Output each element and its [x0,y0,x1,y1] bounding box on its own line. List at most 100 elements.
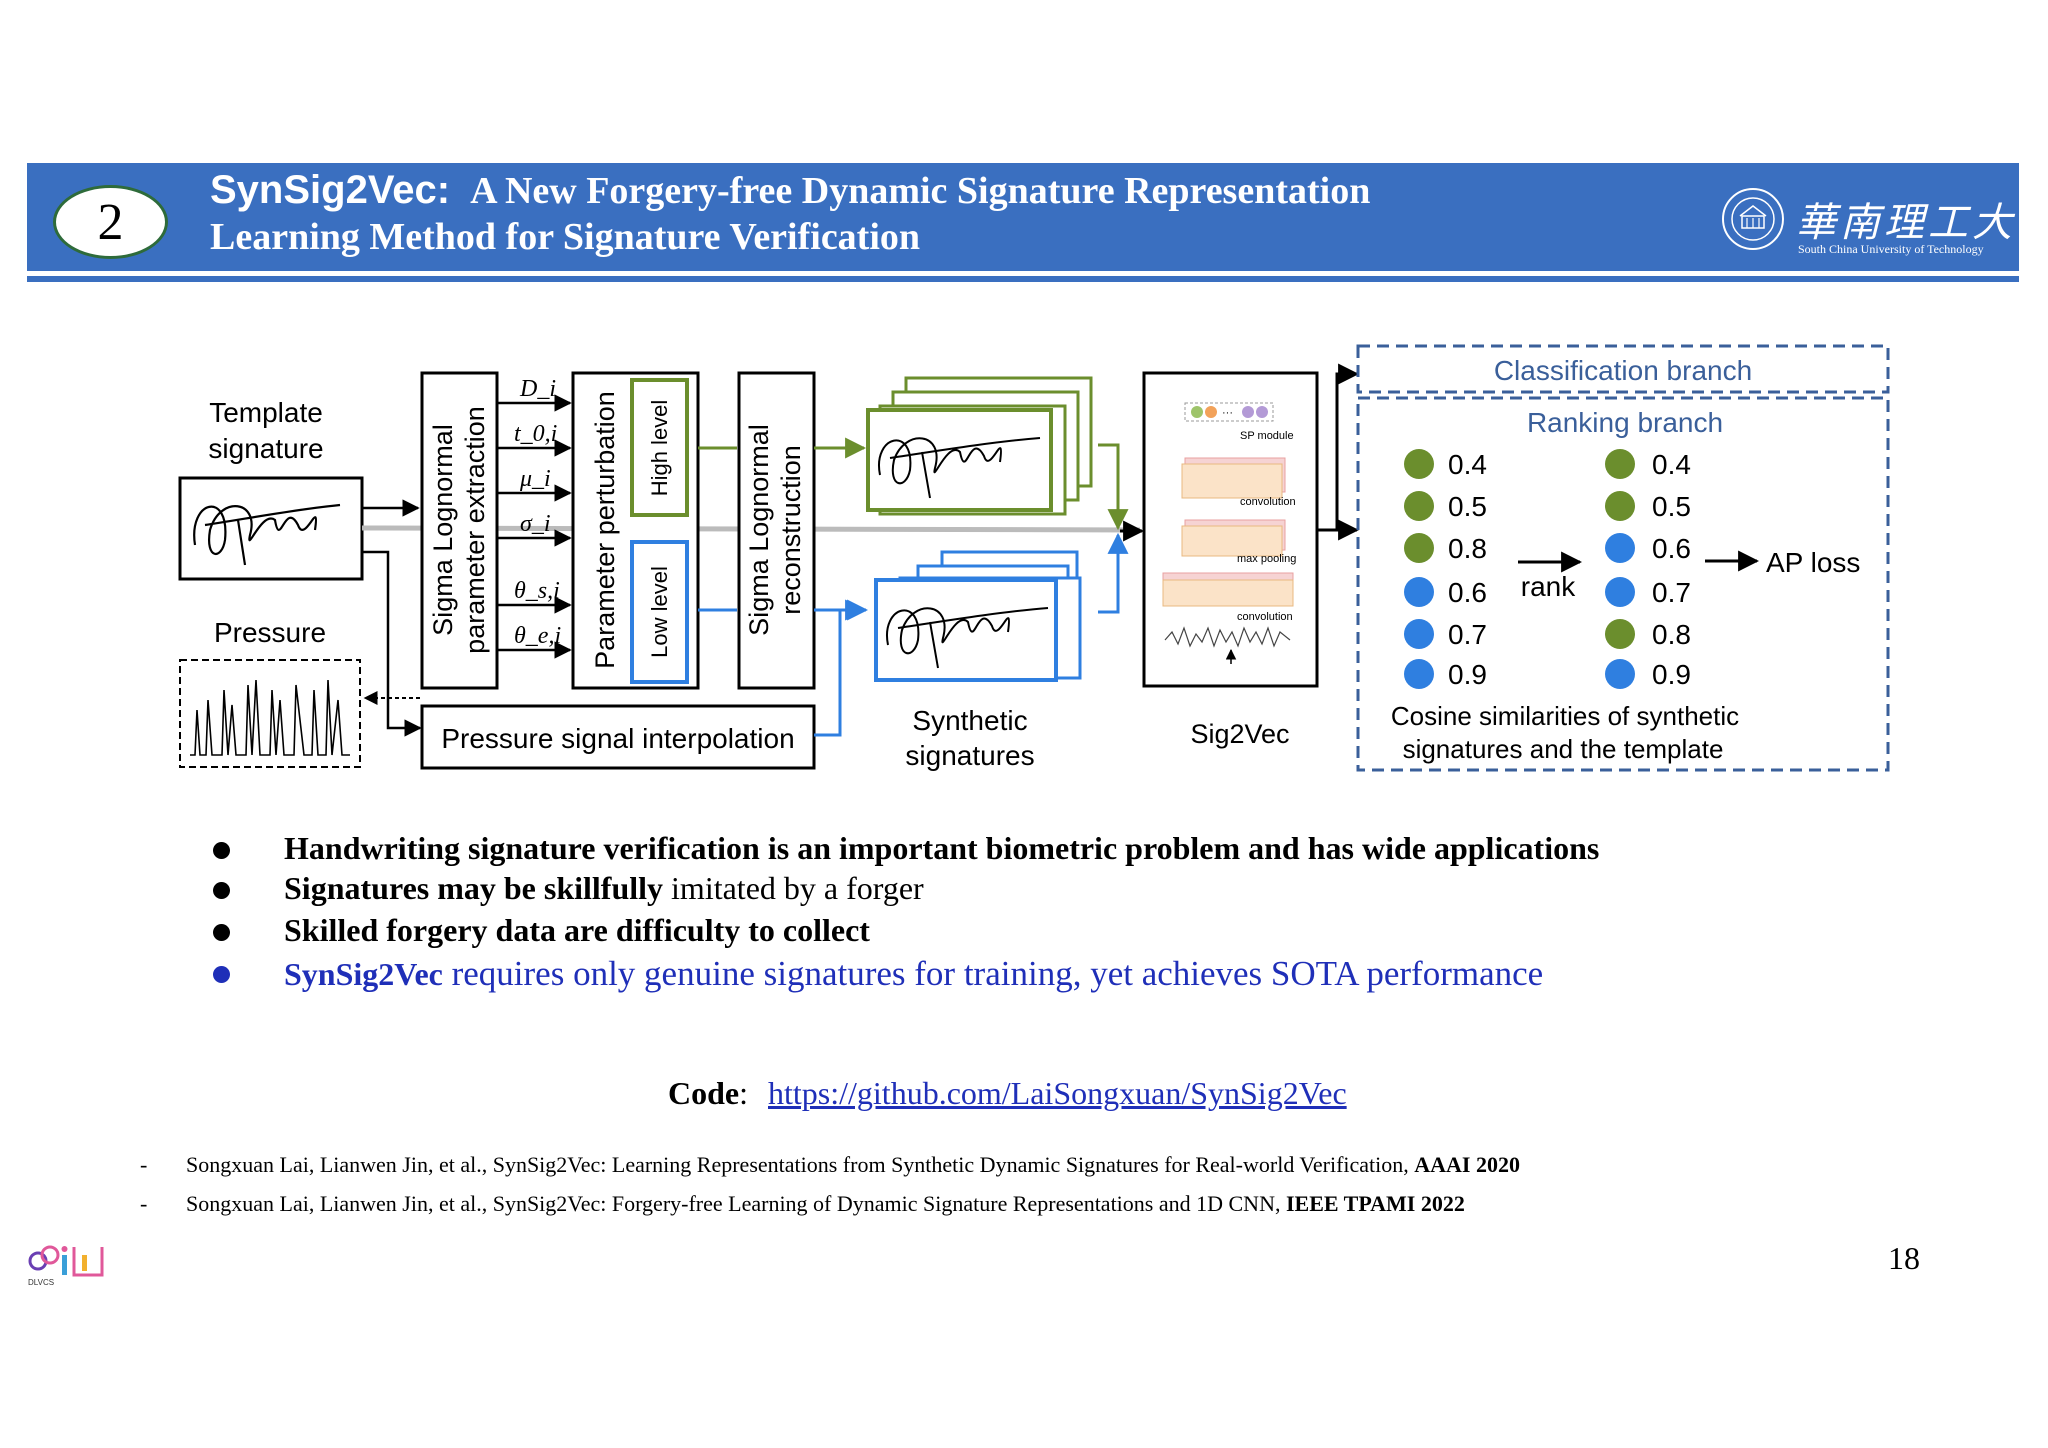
extraction-label-line1: Sigma Lognormal [428,424,458,636]
header-underline [27,276,2019,282]
slide-title-line2: Learning Method for Signature Verificati… [210,216,921,258]
param-label: μ_i [519,466,551,492]
score-dot [1404,659,1434,689]
param-label: σ_i [520,511,551,537]
arrow-template-interp [362,550,422,737]
score-dot [1605,619,1635,649]
reference-text: Songxuan Lai, Lianwen Jin, et al., SynSi… [186,1191,1286,1216]
param-label: t_0,i [514,421,557,447]
score-dot [1605,533,1635,563]
low-level-label: Low level [647,566,672,658]
code-label: Code [668,1075,740,1111]
bullet-item: Handwriting signature verification is an… [210,830,1710,870]
score-value: 0.5 [1652,491,1691,522]
template-label-line2: signature [208,433,323,464]
blue-synthetic-stack [874,550,1082,682]
low-level-box [630,540,689,684]
left-score-list: 0.4 0.5 0.8 0.6 0.7 0.9 [1404,449,1487,690]
sig2vec-layer-label: convolution [1237,611,1293,623]
bullet-dot [213,924,230,941]
header-bar [27,163,2019,271]
score-value: 0.4 [1448,449,1487,480]
score-dot [1404,577,1434,607]
high-level-box [630,378,689,517]
code-sep: : [739,1075,748,1111]
score-value: 0.6 [1652,533,1691,564]
param-label: D_i [519,376,556,402]
sig2vec-layer-label: convolution [1240,496,1296,508]
extraction-box [420,371,499,690]
bullet-item: Signatures may be skillfully imitated by… [210,870,1710,910]
score-value: 0.5 [1448,491,1487,522]
synthetic-label-line2: signatures [905,740,1034,771]
score-value: 0.9 [1448,659,1487,690]
lab-logo-icon: DLVCS [28,1245,104,1287]
classification-label: Classification branch [1494,355,1752,386]
sig2vec-network-icon: ··· [1162,402,1294,664]
high-level-label: High level [647,400,672,497]
perturbation-label: Parameter perturbation [590,391,620,669]
pressure-interp-label: Pressure signal interpolation [441,723,794,754]
reference-text: Songxuan Lai, Lianwen Jin, et al., SynSi… [186,1152,1415,1177]
code-line: Code: https://github.com/LaiSongxuan/Syn… [668,1075,1347,1112]
reconstruction-box [737,371,816,690]
bullet-bold: Signatures may be skillfully [284,870,664,906]
bullet-bold: SynSig2Vec [284,956,443,992]
reconstruction-label-line2: reconstruction [776,445,806,615]
bullet-dot [213,966,230,983]
score-value: 0.6 [1448,577,1487,608]
framework-diagram: Template signature Pressure Sigma Lognor… [178,344,1890,772]
bullet-bold: Handwriting signature verification is an… [284,830,1600,866]
ap-loss-label: AP loss [1766,547,1860,578]
score-dot [1404,533,1434,563]
university-name-en: South China University of Technology [1798,242,1984,256]
score-dot [1605,659,1635,689]
arrow-blue-sig2vec [1098,532,1129,614]
svg-text:···: ··· [1222,407,1233,419]
extraction-label-line2: parameter extraction [460,406,490,654]
title-app-name: SynSig2Vec: [210,168,451,212]
reference-dash: - [140,1191,148,1216]
reconstruction-label-line1: Sigma Lognormal [744,424,774,636]
page-number: 18 [1888,1240,1920,1276]
green-synthetic-stack [866,376,1093,516]
score-dot [1404,449,1434,479]
score-dot [1605,449,1635,479]
bullet-item: Skilled forgery data are difficulty to c… [210,912,1710,952]
right-score-list: 0.40.50.60.70.80.9 [1605,449,1691,690]
classification-branch-box [1356,344,1890,394]
bullet-item: SynSig2Vec requires only genuine signatu… [210,954,1710,994]
pressure-signal-icon [190,679,350,756]
template-label-line1: Template [209,397,323,428]
title-rest: A New Forgery-free Dynamic Signature Rep… [470,170,1371,212]
cosine-label-line2: signatures and the template [1403,734,1724,764]
score-dot [1605,491,1635,521]
score-value: 0.8 [1448,533,1487,564]
pressure-interp-box [420,704,816,770]
bullet-bold: Skilled forgery data are difficulty to c… [284,912,870,948]
score-value: 0.8 [1652,619,1691,650]
university-name-cn: 華南理工大學 [1796,200,2048,246]
university-seal-icon [1722,188,1784,250]
bullet-dot [213,842,230,859]
score-value: 0.4 [1652,449,1691,480]
arrow-green-sig2vec [1098,443,1129,531]
slide-number-badge: 2 [53,185,168,259]
pressure-label: Pressure [214,617,326,648]
score-value: 0.9 [1652,659,1691,690]
ranking-label: Ranking branch [1527,407,1723,438]
rank-label: rank [1521,571,1576,602]
reference-venue: AAAI 2020 [1414,1152,1520,1177]
ranking-branch-box [1356,396,1890,772]
synthetic-label-line1: Synthetic [912,705,1027,736]
sig2vec-layer-label: max pooling [1237,553,1296,565]
code-link[interactable]: https://github.com/LaiSongxuan/SynSig2Ve… [768,1075,1347,1111]
score-value: 0.7 [1448,619,1487,650]
bullet-normal: requires only genuine signatures for tra… [442,954,1544,993]
reference-venue: IEEE TPAMI 2022 [1285,1191,1465,1216]
template-signature-box [178,476,364,581]
sig2vec-layer-label: SP module [1240,430,1294,442]
bullet-list: Handwriting signature verification is an… [210,830,1710,996]
arrow-interp-synthetic [814,599,869,737]
score-dot [1605,577,1635,607]
